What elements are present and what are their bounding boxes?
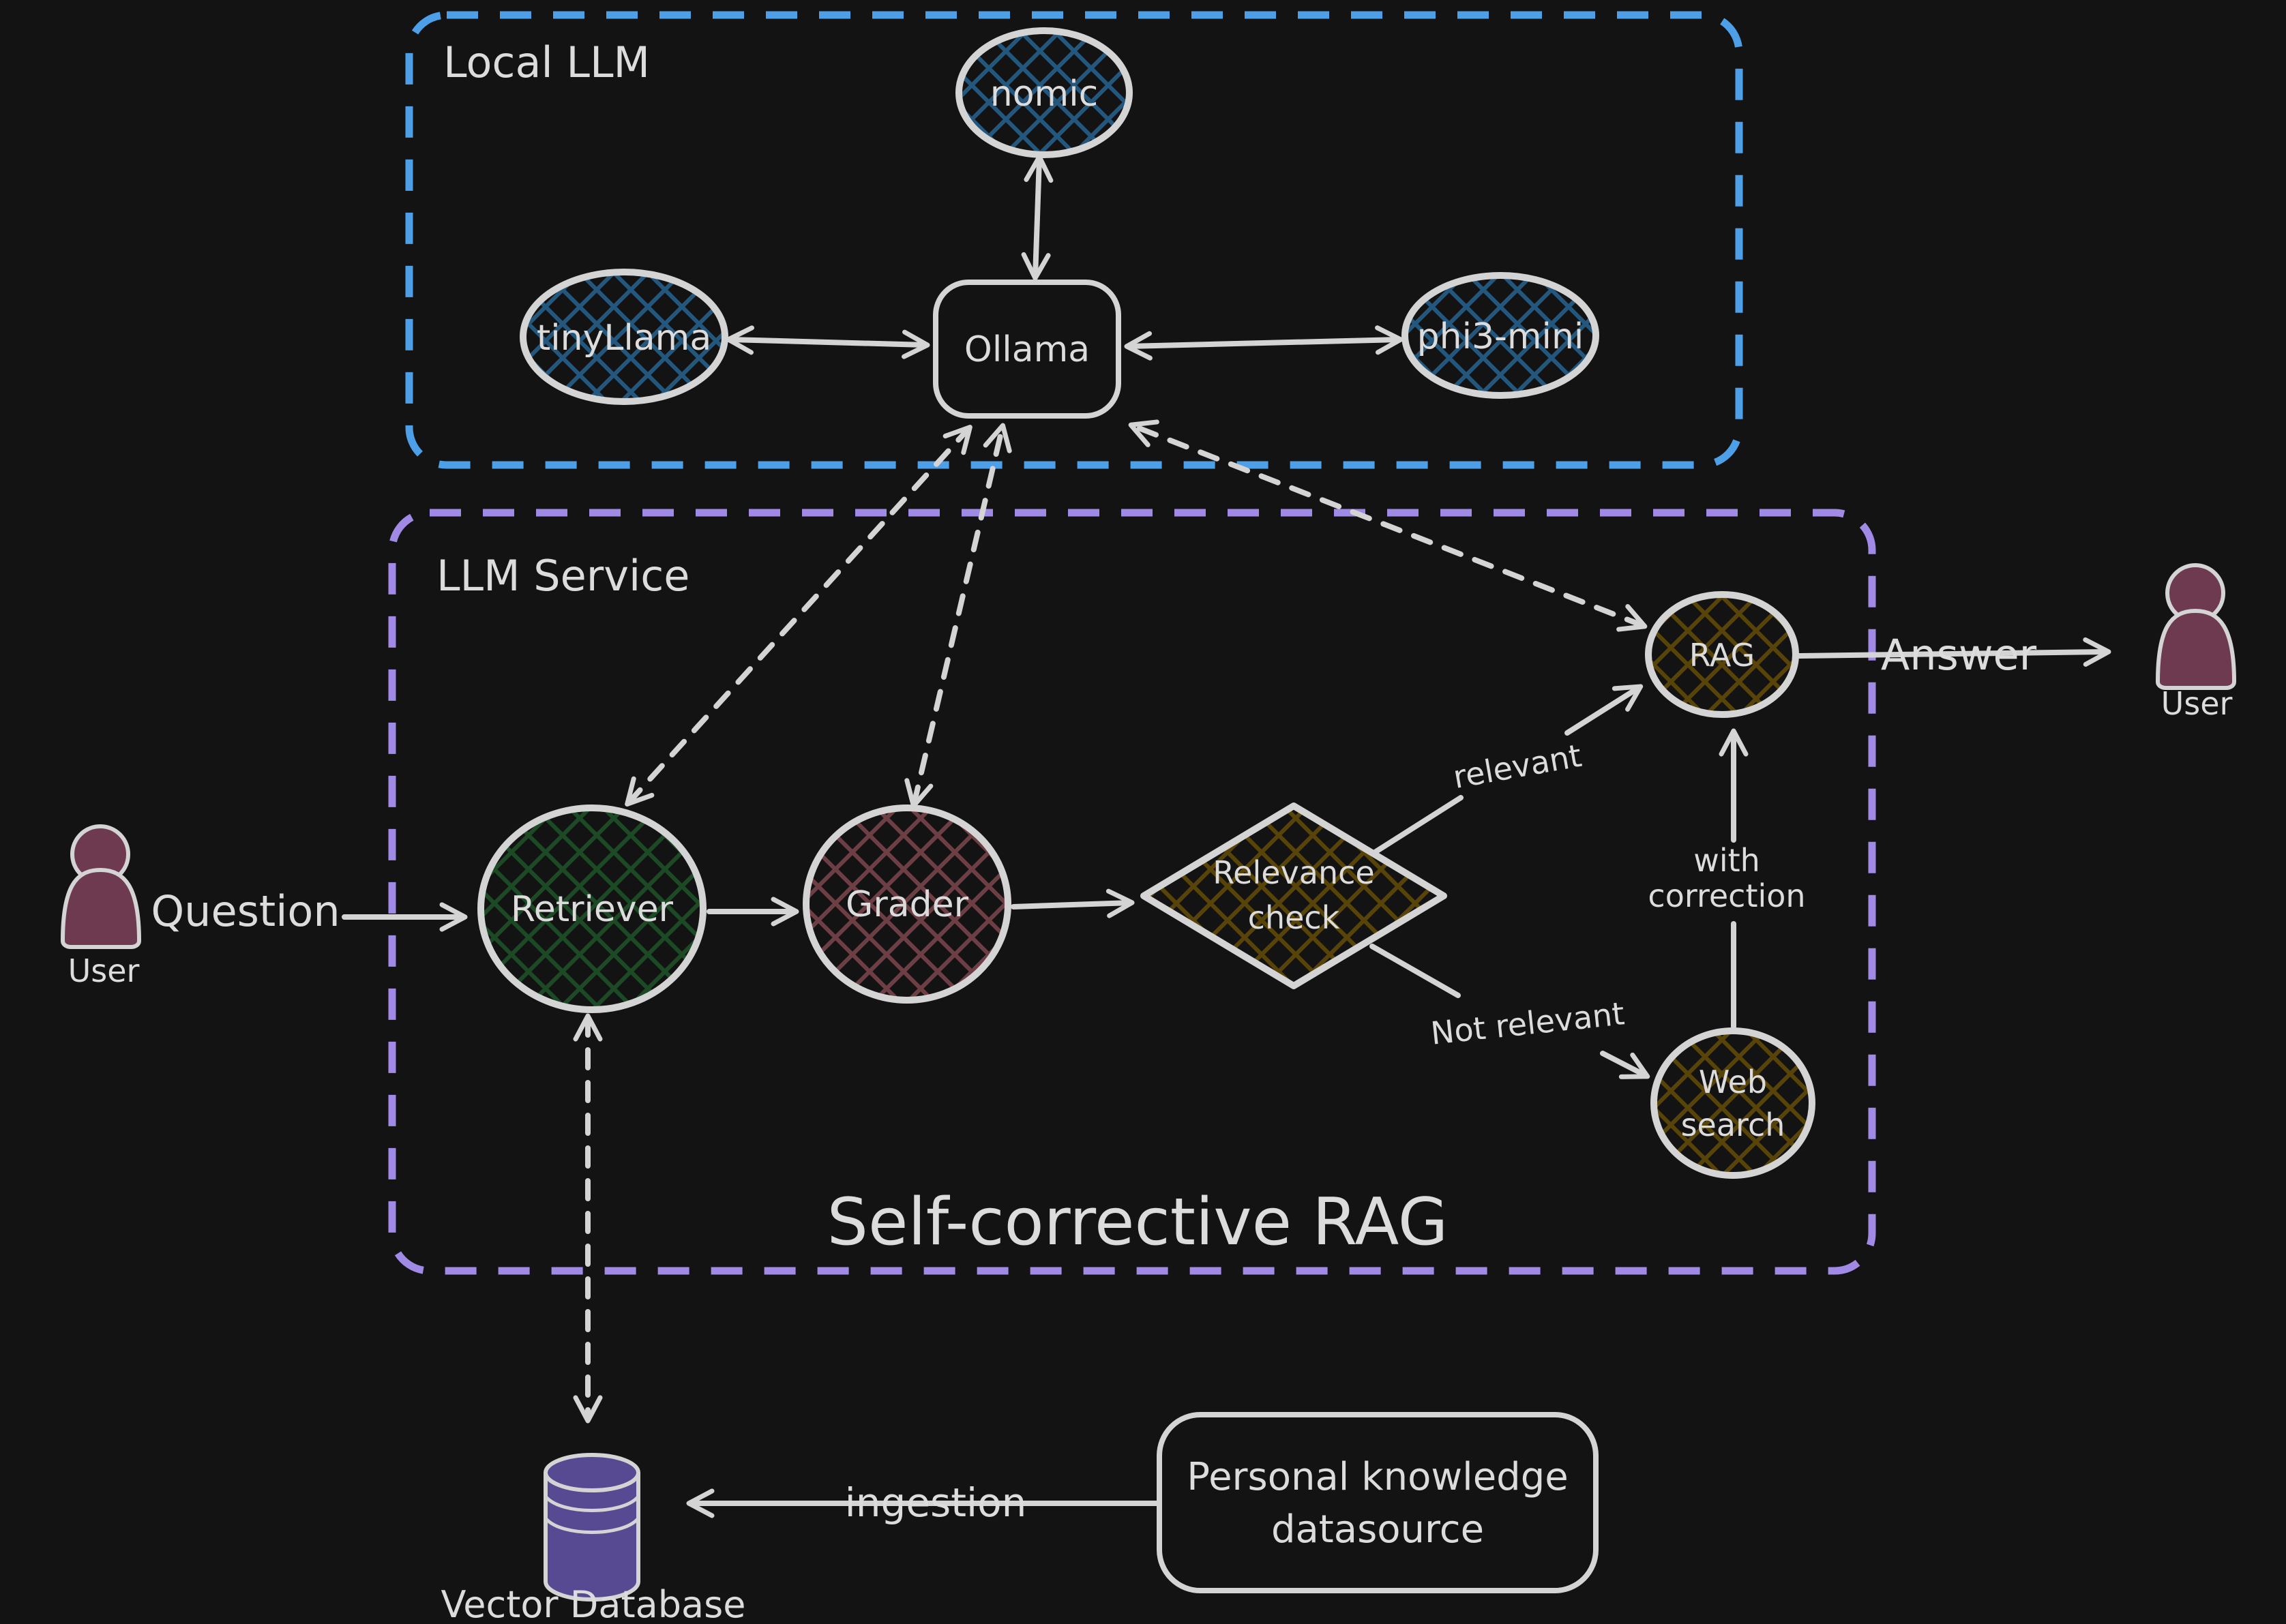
edge-ollama-nomic <box>1021 154 1054 281</box>
relevant-label: relevant <box>1451 737 1584 796</box>
datasource-label-line2: datasource <box>1271 1507 1484 1552</box>
database-icon <box>544 1473 640 1602</box>
left-user-label: User <box>68 952 140 989</box>
with-correction-label-line2: correction <box>1648 877 1805 914</box>
edges <box>342 154 2111 1518</box>
edge-grader-ollama-dashed <box>904 423 1012 809</box>
web-search-label-line1: Web <box>1699 1064 1767 1100</box>
edge-rag-ollama-dashed <box>1128 419 1648 632</box>
edge-retriever-ollama-dashed <box>625 425 973 807</box>
node-vector-database: Vector Database <box>441 1453 746 1624</box>
rag-label: RAG <box>1689 637 1755 674</box>
with-correction-label-line1: with <box>1693 842 1760 879</box>
database-icon-ring1 <box>545 1496 639 1512</box>
edge-relevant-segment2 <box>1564 684 1644 736</box>
datasource-shape <box>1157 1412 1599 1593</box>
datasource-label-line1: Personal knowledge <box>1187 1455 1568 1499</box>
edge-ollama-phi3-mini <box>1124 325 1404 361</box>
nomic-shape <box>955 27 1133 158</box>
node-grader: Grader <box>803 805 1011 1004</box>
left-user: User <box>60 824 142 989</box>
rag-shape <box>1645 591 1799 718</box>
edge-relevant-segment1 <box>1372 795 1464 855</box>
node-retriever: Retriever <box>477 805 707 1013</box>
local-llm-group-label: Local LLM <box>443 37 650 87</box>
node-nomic: nomic <box>955 27 1133 158</box>
tinyllama-shape <box>520 269 728 405</box>
llm-service-group-label: LLM Service <box>436 551 689 601</box>
tinyllama-label: tinyLlama <box>537 318 711 359</box>
question-label: Question <box>151 886 340 936</box>
web-search-shape <box>1650 1027 1815 1179</box>
edge-not-relevant-segment2 <box>1600 1051 1650 1079</box>
database-icon-top <box>544 1453 640 1492</box>
vector-database-label: Vector Database <box>441 1583 746 1624</box>
edge-answer-arrow <box>1796 637 2111 667</box>
retriever-label: Retriever <box>511 889 674 930</box>
right-user-label: User <box>2161 685 2233 722</box>
local-llm-group-border <box>405 11 1743 469</box>
relevance-check-label-line1: Relevance <box>1213 854 1374 891</box>
phi3-mini-label: phi3-mini <box>1417 316 1584 357</box>
edge-not-relevant-segment1 <box>1369 944 1461 998</box>
node-web-search: Web search <box>1650 1027 1815 1179</box>
node-phi3-mini: phi3-mini <box>1401 272 1599 399</box>
database-icon-ring2 <box>545 1518 639 1534</box>
left-user-body-icon <box>60 867 142 949</box>
nomic-label: nomic <box>990 74 1098 115</box>
ollama-shape <box>933 280 1121 419</box>
phi3-mini-shape <box>1401 272 1599 399</box>
node-relevance-check: Relevance check <box>1140 802 1447 989</box>
retriever-shape <box>477 805 707 1013</box>
relevance-check-label-line2: check <box>1248 899 1340 936</box>
right-user-body-icon <box>2155 608 2237 690</box>
not-relevant-label: Not relevant <box>1429 995 1626 1052</box>
ollama-label: Ollama <box>964 329 1090 370</box>
ingestion-label: ingestion <box>845 1479 1027 1526</box>
web-search-label-line2: search <box>1681 1107 1785 1143</box>
diagram-title: Self-corrective RAG <box>827 1185 1449 1260</box>
right-user: User <box>2155 563 2237 722</box>
edge-grader-relevance <box>1011 888 1135 918</box>
node-rag: RAG <box>1645 591 1799 718</box>
edge-ollama-tinyllama <box>726 325 930 359</box>
local-llm-group: Local LLM <box>405 11 1743 469</box>
grader-label: Grader <box>846 884 969 925</box>
answer-label: Answer <box>1881 630 2037 680</box>
grader-shape <box>803 805 1011 1004</box>
node-datasource: Personal knowledge datasource <box>1157 1412 1599 1593</box>
node-ollama: Ollama <box>933 280 1121 419</box>
node-tinyllama: tinyLlama <box>520 269 728 405</box>
relevance-check-shape <box>1140 802 1447 989</box>
